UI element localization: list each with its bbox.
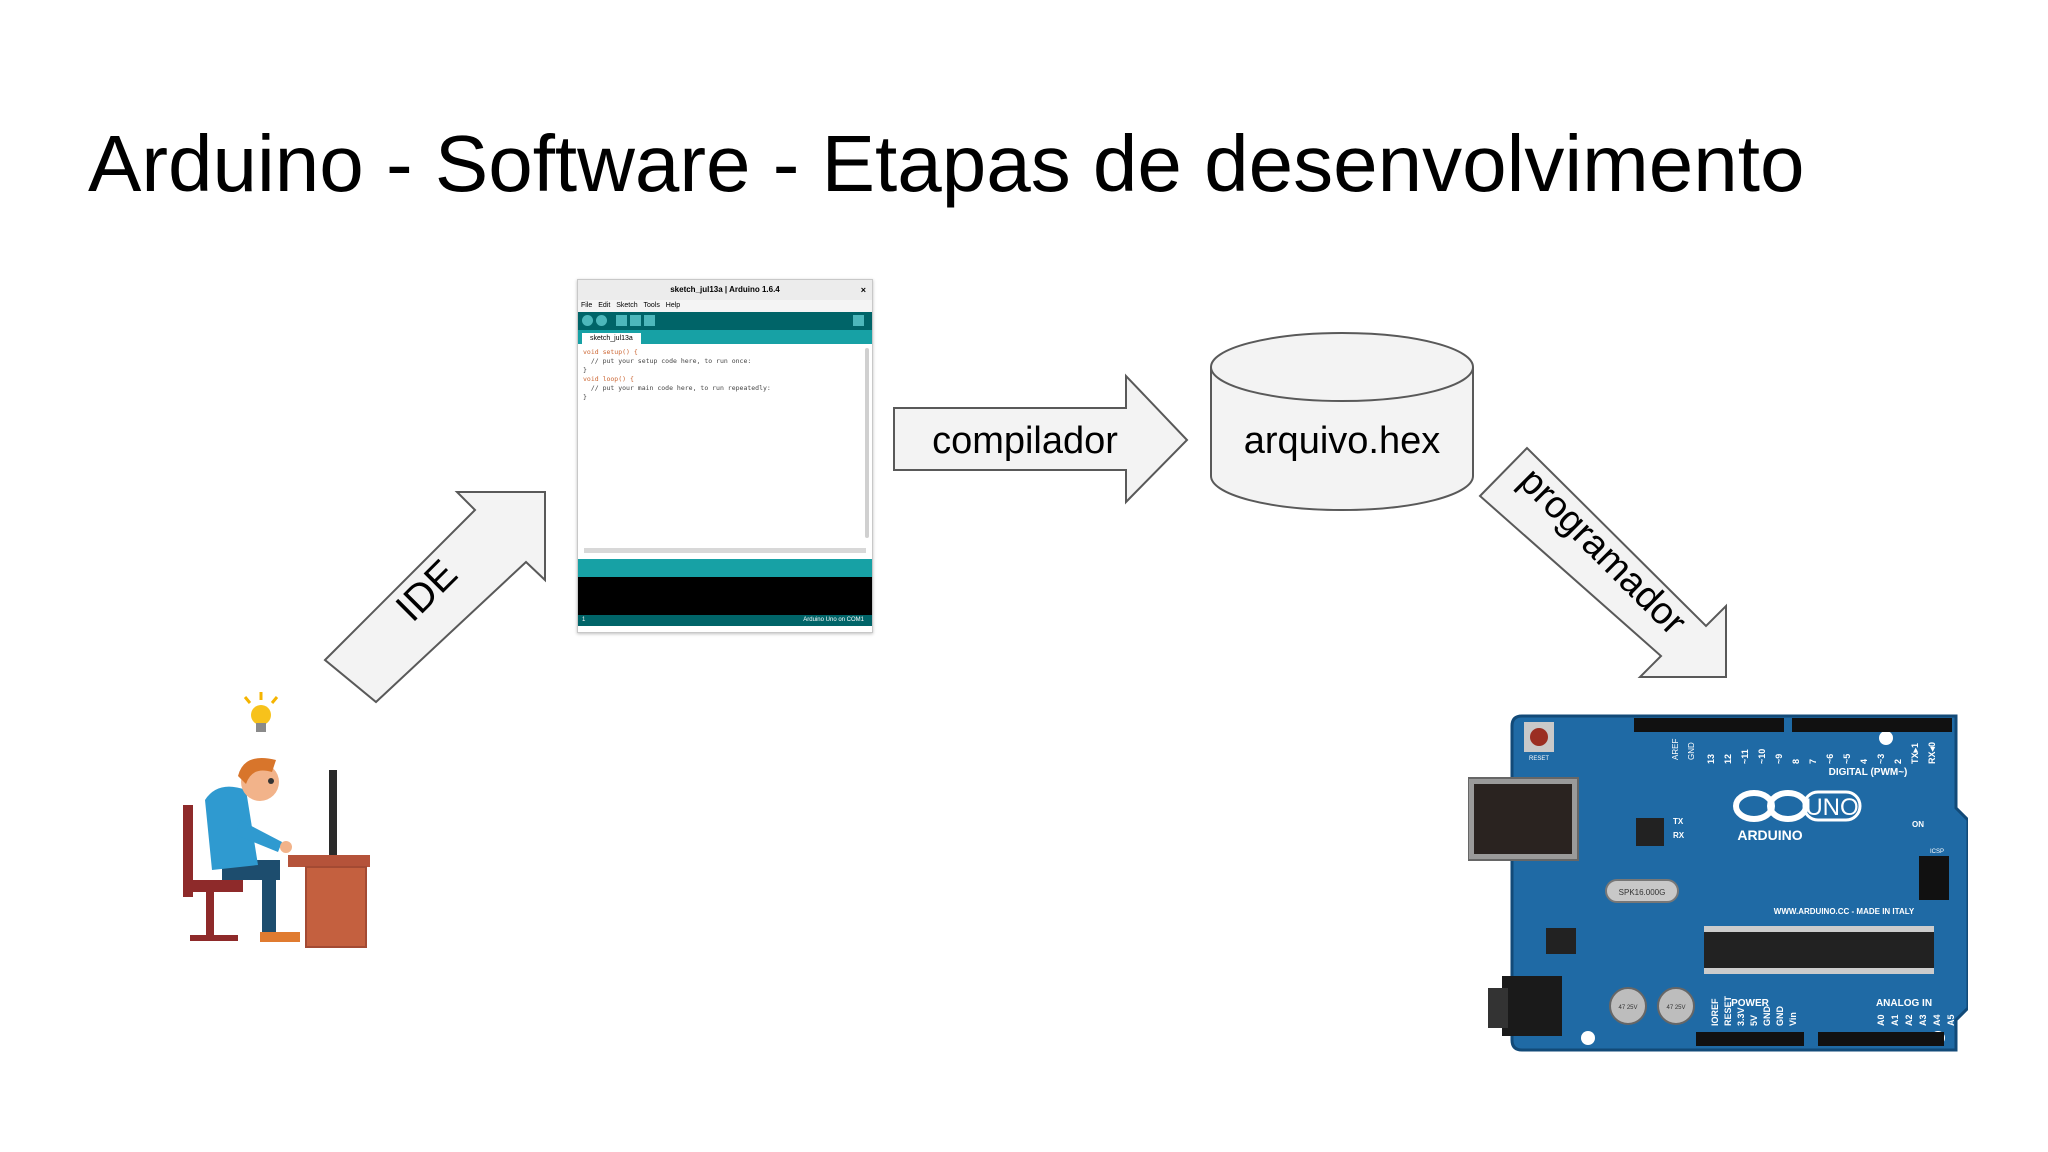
pin-label: 3.3V [1736, 1007, 1746, 1026]
pin-label: ~11 [1740, 749, 1750, 764]
menu-file[interactable]: File [581, 302, 592, 309]
code-line: void loop() { [583, 375, 867, 384]
code-line: } [583, 393, 867, 402]
serial-monitor-icon[interactable] [853, 315, 864, 326]
crystal-label: SPK16.000G [1619, 888, 1666, 897]
cap-label: 47 25V [1666, 1005, 1685, 1011]
cap-label: 47 25V [1618, 1005, 1637, 1011]
status-board: Arduino Uno on COM1 [803, 615, 864, 626]
console-header [578, 559, 872, 577]
verify-icon[interactable] [582, 315, 593, 326]
person-at-computer-icon [183, 758, 370, 947]
tx-label: TX [1673, 817, 1684, 826]
pin-label: A0 [1876, 1014, 1886, 1026]
digital-label: DIGITAL (PWM~) [1829, 767, 1908, 778]
menu-help[interactable]: Help [666, 302, 680, 309]
ide-titlebar: sketch_jul13a | Arduino 1.6.4 × [578, 280, 872, 300]
ide-toolbar [578, 312, 872, 330]
pin-label: A3 [1918, 1014, 1928, 1026]
pin-label: A5 [1946, 1014, 1956, 1026]
icsp-label: ICSP [1930, 849, 1944, 855]
pin-label: ~6 [1825, 754, 1835, 764]
ide-tabrow: sketch_jul13a [578, 330, 872, 344]
editor-hscrollbar[interactable] [584, 548, 866, 553]
analog-label: ANALOG IN [1876, 998, 1932, 1009]
arduino-board-image: UNO ARDUINO DIGITAL (PWM~) ON TX RX ICSP… [1468, 708, 1968, 1058]
pin-label: 2 [1893, 759, 1903, 764]
pin-label: GND [1775, 1006, 1785, 1027]
menu-edit[interactable]: Edit [598, 302, 610, 309]
pin-label: 5V [1749, 1015, 1759, 1026]
pin-label: ~10 [1757, 749, 1767, 764]
code-line: // put your setup code here, to run once… [583, 357, 867, 366]
pin-label: A4 [1932, 1014, 1942, 1026]
pin-label: 8 [1791, 759, 1801, 764]
pin-label: 12 [1723, 754, 1733, 764]
ide-menubar: File Edit Sketch Tools Help [578, 300, 872, 312]
on-label: ON [1912, 820, 1924, 829]
code-editor[interactable]: void setup() { // put your setup code he… [578, 344, 872, 548]
pin-label: 7 [1808, 759, 1818, 764]
pin-label: 4 [1859, 759, 1869, 764]
menu-tools[interactable]: Tools [643, 302, 659, 309]
pin-label: IOREF [1710, 998, 1720, 1026]
pin-label: RX◂0 [1927, 742, 1937, 764]
code-line: void setup() { [583, 348, 867, 357]
ide-statusbar: 1 Arduino Uno on COM1 [578, 615, 872, 626]
tab-sketch[interactable]: sketch_jul13a [582, 333, 641, 344]
gnd-label: GND [1687, 742, 1696, 760]
pin-label: GND [1762, 1006, 1772, 1027]
save-icon[interactable] [644, 315, 655, 326]
board-model: UNO [1805, 794, 1858, 821]
close-icon[interactable]: × [861, 280, 866, 300]
pin-label: ~9 [1774, 754, 1784, 764]
lightbulb-icon [245, 692, 277, 732]
code-line: // put your main code here, to run repea… [583, 384, 867, 393]
console-output [578, 577, 872, 615]
menu-sketch[interactable]: Sketch [616, 302, 637, 309]
arrow-compilador-label: compilador [932, 420, 1118, 462]
editor-scrollbar[interactable] [865, 348, 869, 538]
pin-label: ~5 [1842, 754, 1852, 764]
pin-label: RESET [1723, 995, 1733, 1026]
ide-title: sketch_jul13a | Arduino 1.6.4 [670, 285, 780, 294]
arrow-programador-label: programador [1511, 460, 1695, 644]
pin-label: 13 [1706, 754, 1716, 764]
rx-label: RX [1673, 831, 1685, 840]
pin-label: TX▸1 [1910, 743, 1920, 764]
pin-label: Vin [1788, 1012, 1798, 1026]
code-line: } [583, 366, 867, 375]
site-label: WWW.ARDUINO.CC - MADE IN ITALY [1774, 907, 1915, 916]
open-icon[interactable] [630, 315, 641, 326]
arduino-ide-window: sketch_jul13a | Arduino 1.6.4 × File Edi… [577, 279, 873, 633]
pin-label: A2 [1904, 1014, 1914, 1026]
aref-label: AREF [1671, 739, 1680, 760]
new-icon[interactable] [616, 315, 627, 326]
upload-icon[interactable] [596, 315, 607, 326]
pin-label: A1 [1890, 1014, 1900, 1026]
hex-file-label: arquivo.hex [1244, 420, 1440, 462]
status-line-number: 1 [582, 617, 585, 623]
reset-label: RESET [1529, 756, 1549, 762]
board-brand: ARDUINO [1737, 827, 1802, 843]
pin-label: ~3 [1876, 754, 1886, 764]
